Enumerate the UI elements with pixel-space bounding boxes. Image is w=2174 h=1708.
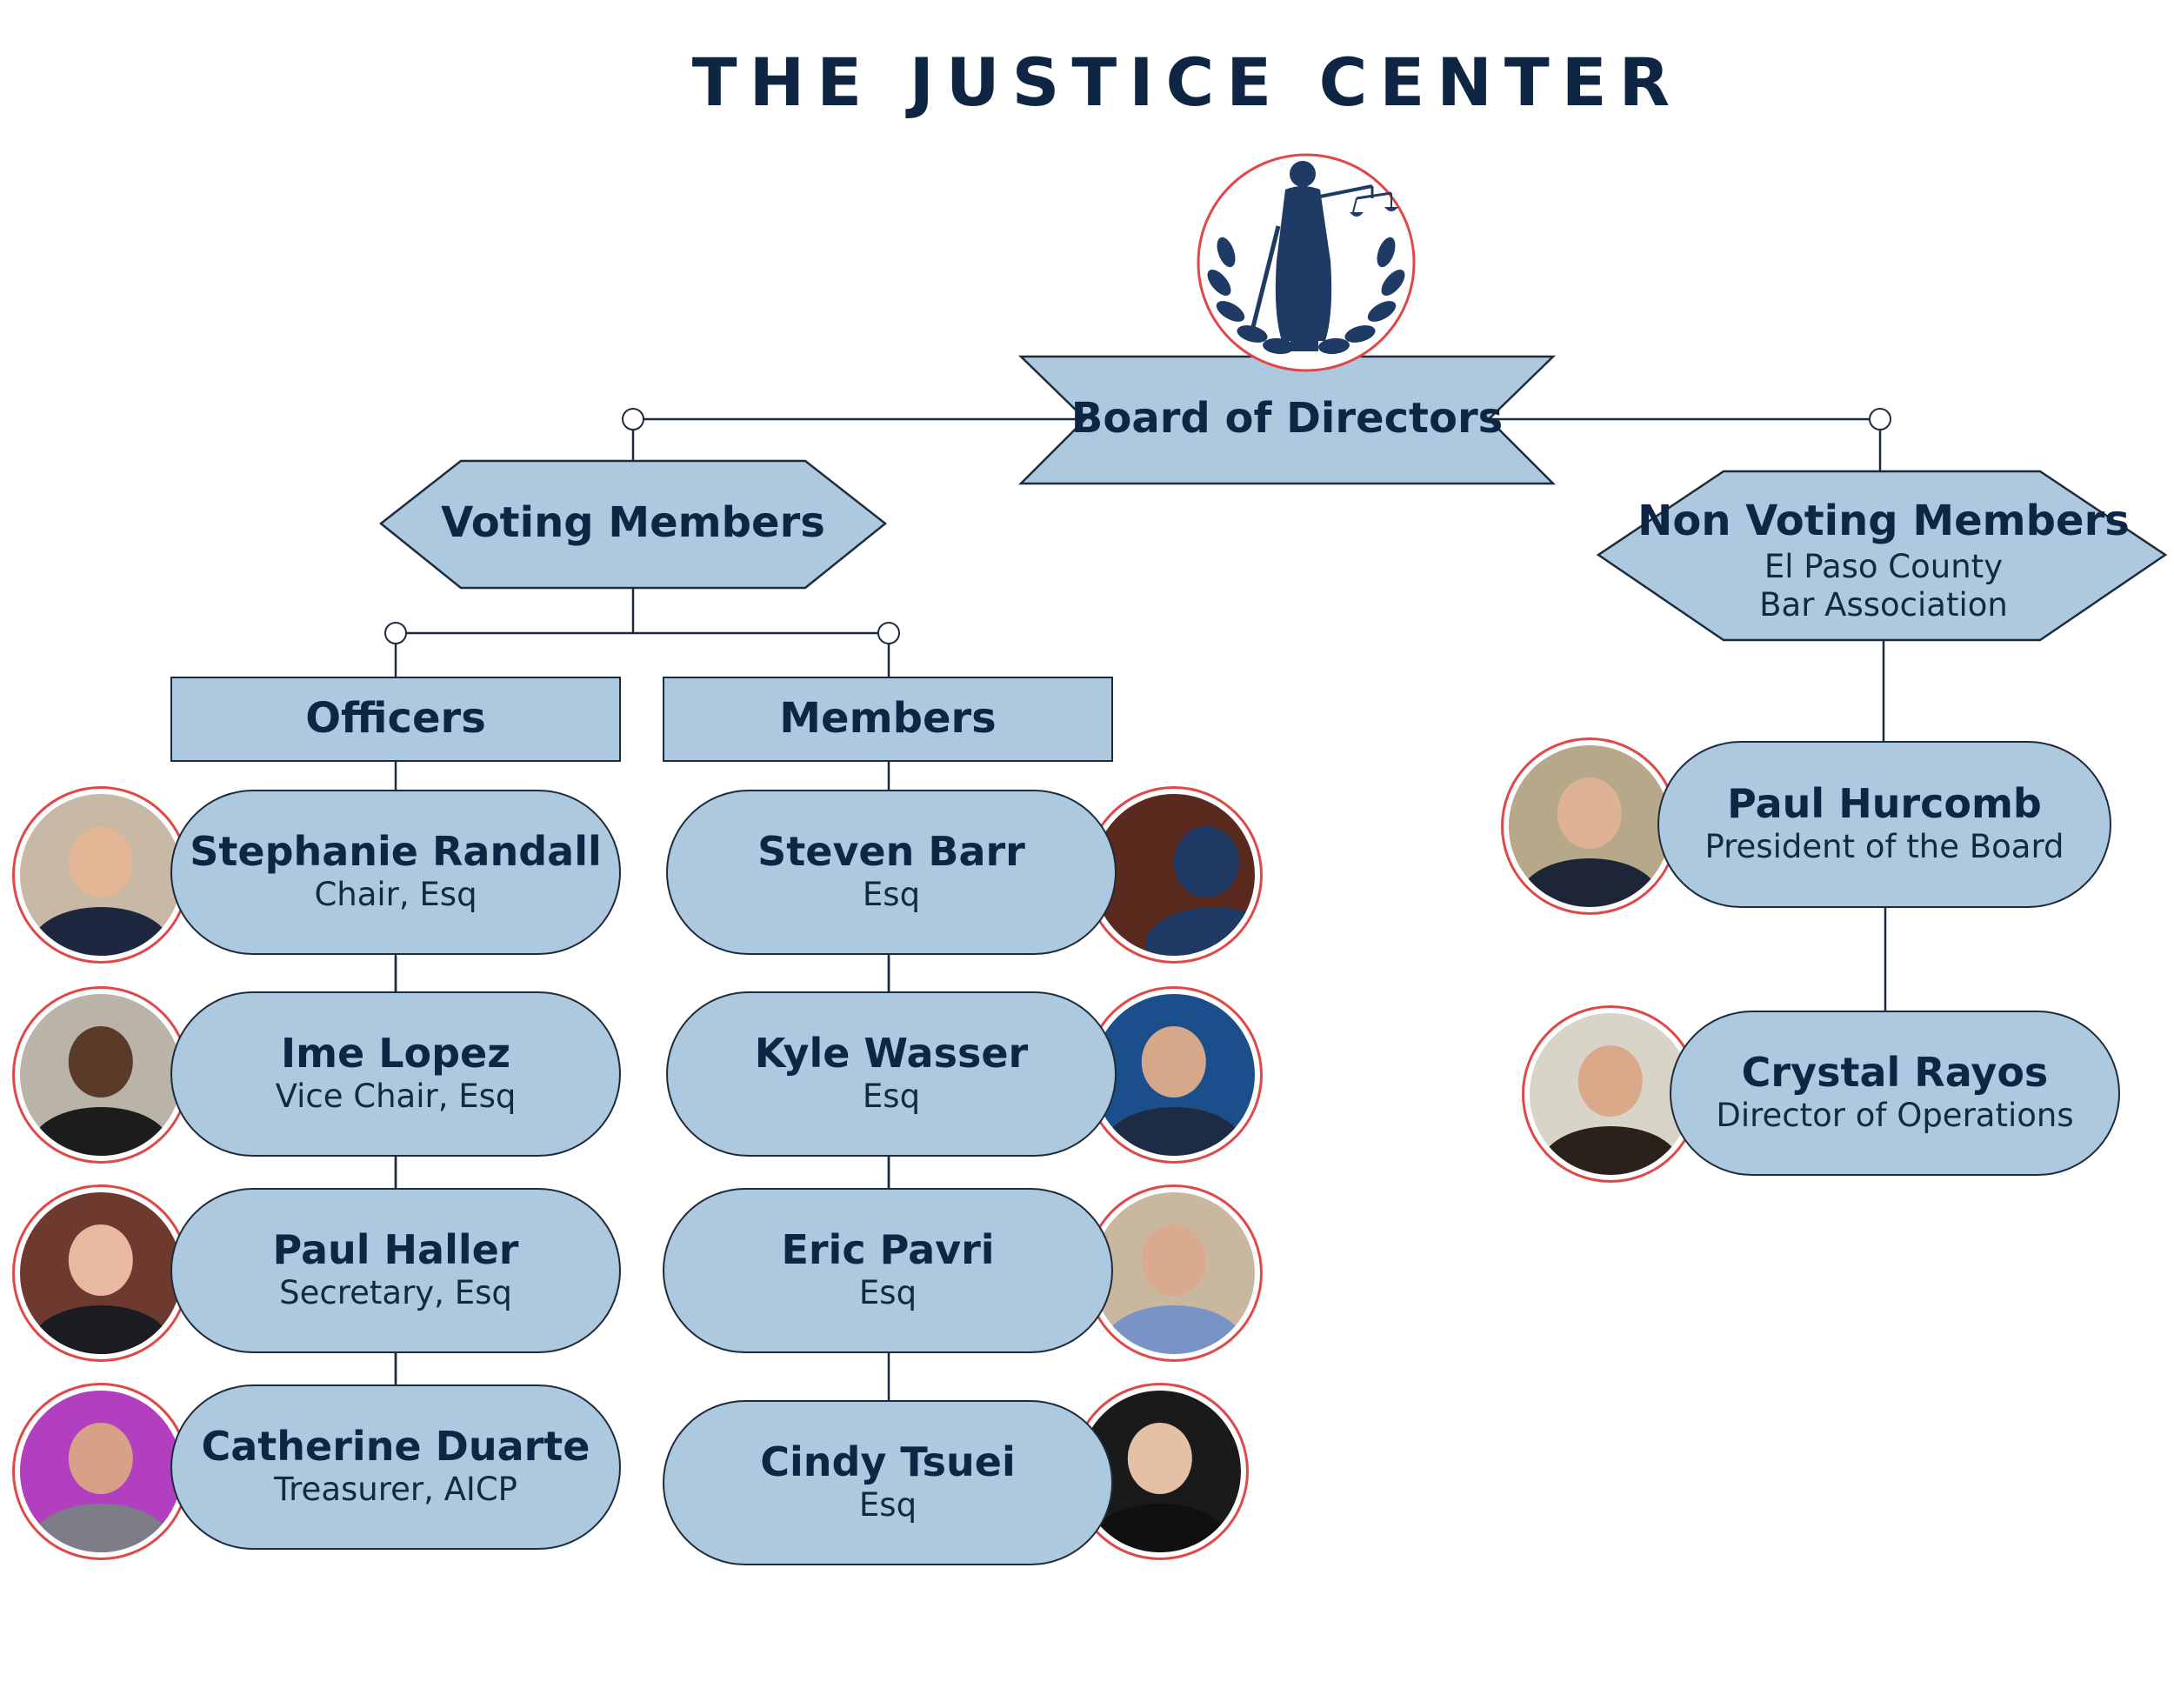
person-role: Esq: [862, 1078, 921, 1116]
person-role: Chair, Esq: [314, 876, 477, 914]
member-card: Cindy Tsuei Esq: [663, 1400, 1113, 1565]
officer-card: Stephanie Randall Chair, Esq: [170, 790, 621, 955]
person-name: Eric Pavri: [781, 1225, 995, 1273]
voting-members-node: Voting Members: [409, 475, 857, 572]
staff-card: Crystal Rayos Director of Operations: [1670, 1011, 2120, 1176]
page-title: THE JUSTICE CENTER: [691, 43, 1683, 121]
non-voting-sub-2: Bar Association: [1759, 585, 2008, 624]
officers-header: Officers: [170, 677, 621, 762]
person-role: Treasurer, AICP: [274, 1471, 517, 1509]
person-role: Vice Chair, Esq: [275, 1078, 517, 1116]
connector-dot: [384, 622, 407, 644]
non-voting-hexagon-shape: [1596, 470, 2168, 642]
person-name: Crystal Rayos: [1741, 1048, 2049, 1096]
connector-dot: [622, 408, 644, 430]
officer-card: Catherine Duarte Treasurer, AICP: [170, 1384, 621, 1550]
members-header: Members: [663, 677, 1113, 762]
member-card: Steven Barr Esq: [666, 790, 1117, 955]
person-role: Esq: [858, 1486, 917, 1525]
connector-dot: [1869, 408, 1891, 430]
avatar: [1085, 1184, 1263, 1362]
non-voting-sub-1: El Paso County: [1764, 547, 2004, 585]
person-role: Esq: [862, 876, 921, 914]
connector-dot: [877, 622, 900, 644]
board-of-directors-node: Board of Directors: [1071, 374, 1503, 464]
officer-card: Ime Lopez Vice Chair, Esq: [170, 991, 621, 1157]
voting-hexagon-shape: [378, 459, 888, 590]
avatar: [1501, 737, 1678, 915]
person-role: President of the Board: [1704, 828, 2064, 866]
person-name: Paul Hurcomb: [1727, 779, 2042, 827]
board-label: Board of Directors: [1070, 394, 1504, 444]
person-name: Kyle Wasser: [754, 1029, 1029, 1077]
person-role: Esq: [858, 1274, 917, 1312]
member-card: Kyle Wasser Esq: [666, 991, 1117, 1157]
avatar: [12, 1184, 190, 1362]
avatar: [12, 786, 190, 964]
members-label: Members: [779, 694, 997, 744]
person-name: Paul Haller: [272, 1225, 519, 1273]
officer-card: Paul Haller Secretary, Esq: [170, 1188, 621, 1353]
person-name: Ime Lopez: [280, 1029, 511, 1077]
person-name: Cindy Tsuei: [760, 1438, 1016, 1485]
officers-label: Officers: [305, 694, 486, 744]
member-card: Eric Pavri Esq: [663, 1188, 1113, 1353]
person-name: Steven Barr: [757, 827, 1025, 875]
voting-label: Voting Members: [441, 498, 825, 548]
avatar: [12, 986, 190, 1164]
non-voting-label: Non Voting Members: [1637, 497, 2130, 546]
justice-logo-icon: [1197, 153, 1416, 372]
avatar: [12, 1383, 190, 1560]
board-banner-shape: [1017, 355, 1557, 485]
person-role: Secretary, Esq: [279, 1274, 512, 1312]
staff-card: Paul Hurcomb President of the Board: [1657, 741, 2111, 908]
person-name: Catherine Duarte: [201, 1422, 590, 1470]
person-role: Director of Operations: [1716, 1097, 2074, 1135]
person-name: Stephanie Randall: [190, 827, 602, 875]
non-voting-members-node: Non Voting Members El Paso County Bar As…: [1637, 497, 2130, 626]
